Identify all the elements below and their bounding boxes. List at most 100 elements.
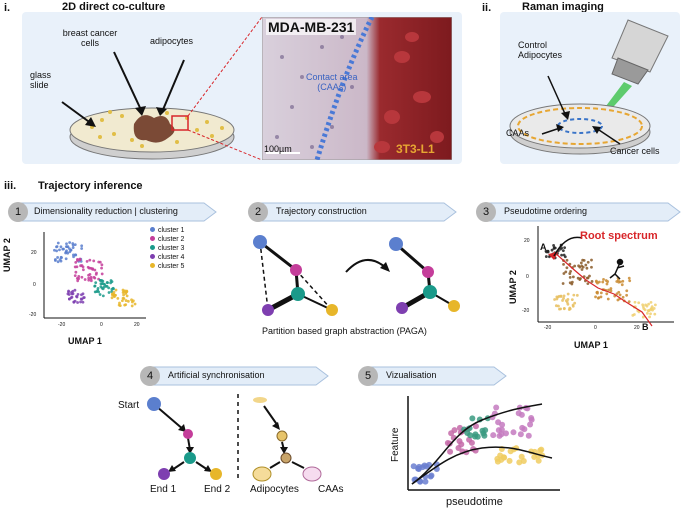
umap-point-cluster-2 [78,257,82,261]
pseudotime-point [562,296,565,300]
pseudotime-point [573,301,577,305]
pseudotime-xlabel: UMAP 1 [574,340,608,350]
umap-point-cluster-5 [130,304,134,308]
umap1-xlabel: UMAP 1 [68,336,102,346]
step-4-title: Artificial synchronisation [168,370,265,380]
umap-point-cluster-2 [81,265,85,269]
umap-point-cluster-4 [67,289,70,293]
pseudotime-point [597,296,601,299]
sync-branch-node [184,452,196,464]
pseudotime-point [556,295,560,299]
pseudotime-point [653,303,657,307]
umap-point-cluster-1 [56,241,60,245]
pseudotime-point [604,279,608,282]
legend-dot [150,227,155,232]
umap-point-cluster-4 [73,299,77,303]
sync-end1-label: End 1 [150,484,177,495]
pseudotime-point [628,279,632,283]
pseudotime-xtick-left: -20 [544,325,552,331]
pseudotime-point [565,266,569,270]
pseudotime-ytick-bottom: -20 [522,308,530,314]
umap-point-cluster-1 [73,243,77,247]
umap-point-cluster-3 [103,283,107,286]
umap-point-cluster-2 [92,275,96,279]
umap-point-cluster-1 [68,241,72,244]
pseudotime-point [578,265,582,269]
node-cluster-5 [448,300,460,312]
step-1-banner: 1 Dimensionality reduction | clustering [8,202,218,222]
umap-point-cluster-5 [121,288,125,292]
paga-caption: Partition based graph abstraction (PAGA) [262,326,427,336]
umap-point-cluster-5 [110,296,114,300]
pseudotime-point [609,287,613,290]
pseudotime-point [646,311,649,315]
section-i-numeral: i. [4,2,11,14]
umap-point-cluster-5 [116,296,120,300]
umap1-ytick-top: 20 [31,250,37,256]
sync-caas-label: CAAs [318,484,344,495]
sync-adipocytes-label: Adipocytes [250,484,299,495]
micrograph-title: MDA-MB-231 [266,19,357,35]
pseudotime-xtick-mid: 0 [594,325,597,331]
viz-point [520,458,527,465]
trend-curve-upper [411,403,543,485]
pseudotime-point [646,309,650,313]
microscope-objective-icon [611,19,669,85]
viz-point [423,463,430,470]
pseudotime-point [621,279,625,283]
umap-point-cluster-1 [72,255,75,259]
pseudotime-point [590,280,594,283]
label-adipocytes: adipocytes [150,36,194,46]
pseudotime-point [649,308,652,312]
umap-point-cluster-5 [117,303,121,307]
umap-point-cluster-2 [92,259,96,263]
umap-point-cluster-4 [67,297,71,301]
pseudotime-point [586,276,590,280]
pseudotime-point [553,298,556,301]
sync-end2-label: End 2 [204,484,231,495]
viz-point [490,432,497,439]
pseudotime-point [570,298,574,302]
pseudotime-point [607,288,610,292]
viz-point [466,436,473,443]
pseudotime-point [650,305,654,309]
viz-point [467,432,474,439]
pseudotime-point [571,275,575,279]
pseudotime-point [554,304,558,308]
pseudotime-point [652,307,656,310]
viz-point [494,458,501,465]
viz-point [501,454,508,461]
viz-point [417,478,424,485]
viz-point [410,463,417,470]
viz-point [535,457,542,464]
pseudotime-point [606,297,610,301]
umap-point-cluster-2 [89,279,93,283]
label-breast-cancer: breast cancer cells [62,28,118,48]
pseudotime-point [633,300,637,304]
umap-point-cluster-2 [81,268,85,272]
contact-area-label: Contact area (CAAs) [306,72,358,92]
pseudotime-plot [537,226,674,327]
pseudotime-point [562,262,565,266]
viz-point [521,426,528,433]
pseudotime-point [599,295,603,299]
umap-point-cluster-5 [122,293,125,297]
pseudotime-point [568,272,572,275]
pseudotime-point [645,304,649,308]
umap-point-cluster-3 [99,282,103,286]
viz-point [518,411,525,418]
umap-point-cluster-1 [80,247,84,250]
pseudotime-point [615,292,619,296]
viz-point [469,415,476,422]
node-cluster-4 [262,304,274,316]
pseudotime-point [649,300,653,304]
pseudotime-point [641,305,645,309]
viz-point [415,465,422,472]
node-cluster-1 [253,235,267,249]
micrograph-image [262,17,452,160]
pseudotime-point [559,295,563,298]
pseudotime-ytick-top: 20 [524,238,530,244]
pseudotime-point [581,265,585,269]
viz-point [427,473,434,480]
pseudotime-point [625,289,629,293]
